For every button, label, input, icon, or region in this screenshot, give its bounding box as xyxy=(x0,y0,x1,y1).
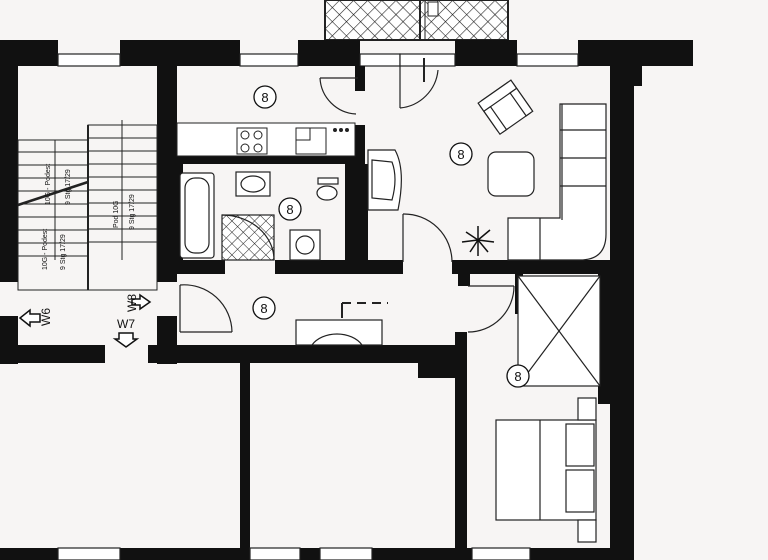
living-room-furniture xyxy=(367,79,607,261)
room-label-hall: 8 xyxy=(252,296,276,320)
kitchen-counter xyxy=(176,122,356,157)
room-label-bath-text: 8 xyxy=(286,202,293,217)
stair-spec-right: 9 Stg 17/29 xyxy=(65,169,72,205)
bathroom-fixtures xyxy=(179,171,339,261)
room-label-hall-text: 8 xyxy=(260,301,267,316)
room-label-kitchen: 8 xyxy=(253,85,277,109)
staircase xyxy=(17,120,158,291)
stair-spec-left: 9 Stg 17/29 xyxy=(60,234,67,270)
stair-label-left: 10G - Podest xyxy=(42,229,49,270)
stair-spec-middle: 9 Stg 17/29 xyxy=(129,194,136,230)
doors xyxy=(179,58,515,346)
room-label-kitchen-text: 8 xyxy=(261,90,268,105)
stair-label-middle: Pod 10G xyxy=(113,200,120,228)
bedroom-furniture xyxy=(495,275,601,543)
windows xyxy=(57,53,579,560)
balcony xyxy=(324,0,509,41)
stair-label-right: 10G - Podest xyxy=(45,164,52,205)
marker-w7: W7 xyxy=(112,317,140,348)
marker-w6: W6 xyxy=(18,308,53,328)
room-label-bedroom: 8 xyxy=(506,364,530,388)
marker-w8-label: W8 xyxy=(125,294,139,312)
exterior-walls xyxy=(0,40,693,560)
room-label-bath: 8 xyxy=(278,197,302,221)
marker-w7-label: W7 xyxy=(117,317,135,331)
room-label-living-text: 8 xyxy=(457,147,464,162)
room-label-bedroom-text: 8 xyxy=(514,369,521,384)
marker-w6-label: W6 xyxy=(39,308,53,326)
room-label-living: 8 xyxy=(449,142,473,166)
marker-w8: W8 xyxy=(125,293,152,312)
plant-icon xyxy=(461,226,495,256)
